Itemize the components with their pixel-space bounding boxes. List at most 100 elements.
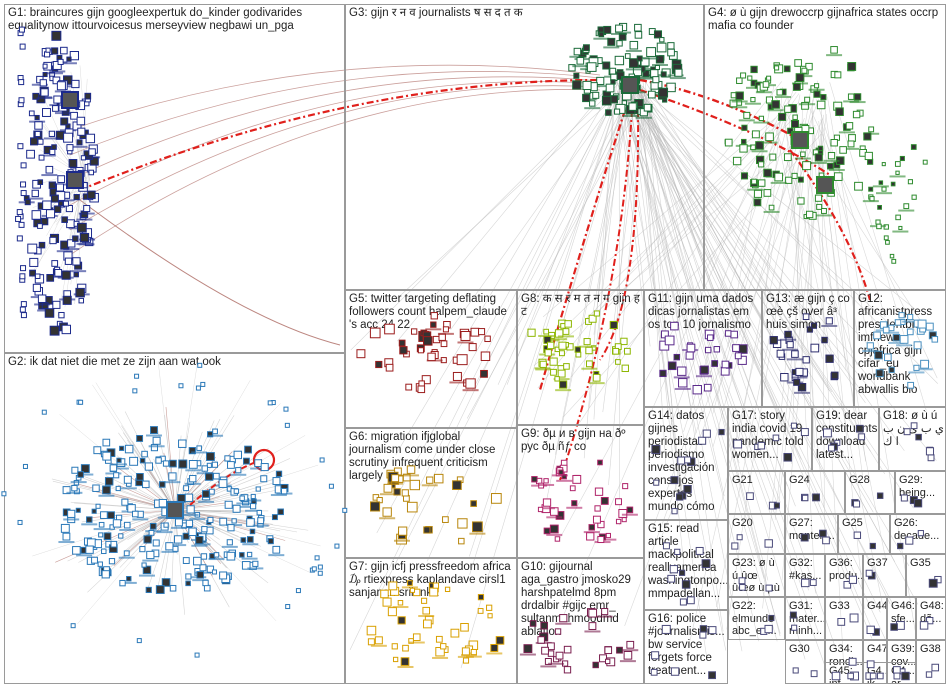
node[interactable] [130,457,138,465]
node[interactable] [653,77,659,83]
node[interactable] [63,533,70,540]
node[interactable] [30,270,36,276]
node[interactable] [357,350,365,358]
node[interactable] [876,220,880,224]
node[interactable] [810,580,816,586]
hub-node[interactable] [622,77,638,93]
node[interactable] [256,487,260,491]
node[interactable] [46,48,50,52]
node[interactable] [46,166,53,173]
node[interactable] [848,94,853,99]
node[interactable] [821,95,826,100]
node[interactable] [488,614,492,618]
node[interactable] [462,648,469,655]
node[interactable] [399,340,405,346]
node[interactable] [891,624,898,631]
node[interactable] [98,562,102,566]
node[interactable] [119,534,123,538]
node[interactable] [20,274,25,279]
node[interactable] [62,325,70,333]
node[interactable] [443,517,449,523]
node[interactable] [892,259,896,263]
node[interactable] [50,237,56,243]
node[interactable] [43,201,51,209]
node[interactable] [153,540,159,546]
node[interactable] [875,351,883,359]
node[interactable] [71,624,75,628]
node[interactable] [370,328,380,338]
node[interactable] [418,348,423,353]
node[interactable] [225,501,232,508]
node[interactable] [21,302,26,307]
node[interactable] [824,429,832,437]
node[interactable] [886,241,890,245]
node[interactable] [54,206,60,212]
node[interactable] [318,571,322,575]
node[interactable] [80,233,88,241]
node[interactable] [127,577,131,581]
node[interactable] [244,458,250,464]
node[interactable] [544,528,550,534]
node[interactable] [122,499,128,505]
node[interactable] [30,258,38,266]
node[interactable] [43,109,51,117]
node[interactable] [869,127,874,132]
node[interactable] [895,320,900,325]
node[interactable] [401,658,409,666]
node[interactable] [611,80,615,84]
node[interactable] [398,601,403,606]
node[interactable] [194,557,202,565]
node[interactable] [637,56,642,61]
node[interactable] [67,145,73,151]
hub-node[interactable] [817,177,833,193]
node[interactable] [408,581,413,586]
node[interactable] [687,597,694,604]
node[interactable] [787,342,793,348]
node[interactable] [38,295,45,302]
node[interactable] [606,110,612,116]
node[interactable] [855,182,863,190]
node[interactable] [882,187,886,191]
node[interactable] [928,455,934,461]
node[interactable] [403,645,409,651]
node[interactable] [77,223,86,232]
node[interactable] [201,382,205,386]
node[interactable] [63,296,71,304]
node[interactable] [679,570,684,575]
node[interactable] [102,571,109,578]
node[interactable] [593,516,600,523]
node[interactable] [16,216,21,221]
node[interactable] [652,652,659,659]
node[interactable] [693,386,701,394]
node[interactable] [108,512,115,519]
node[interactable] [451,629,459,637]
node[interactable] [908,180,912,184]
node[interactable] [424,337,432,345]
node[interactable] [481,352,489,360]
node[interactable] [605,647,612,654]
node[interactable] [593,374,600,381]
node[interactable] [72,467,78,473]
node[interactable] [803,162,811,170]
node[interactable] [606,84,614,92]
node[interactable] [555,377,559,381]
node[interactable] [422,598,427,603]
node[interactable] [55,269,62,276]
node[interactable] [92,509,96,513]
node[interactable] [671,477,678,484]
node[interactable] [21,163,26,168]
node[interactable] [94,447,101,454]
node[interactable] [655,65,659,69]
node[interactable] [815,195,821,201]
node[interactable] [50,149,55,154]
node[interactable] [228,462,235,469]
node[interactable] [79,298,84,303]
node[interactable] [232,519,236,523]
node[interactable] [84,206,90,212]
node[interactable] [866,570,872,576]
node[interactable] [767,76,771,80]
node[interactable] [854,532,860,538]
node[interactable] [796,368,803,375]
node[interactable] [654,31,661,38]
node[interactable] [227,540,232,545]
